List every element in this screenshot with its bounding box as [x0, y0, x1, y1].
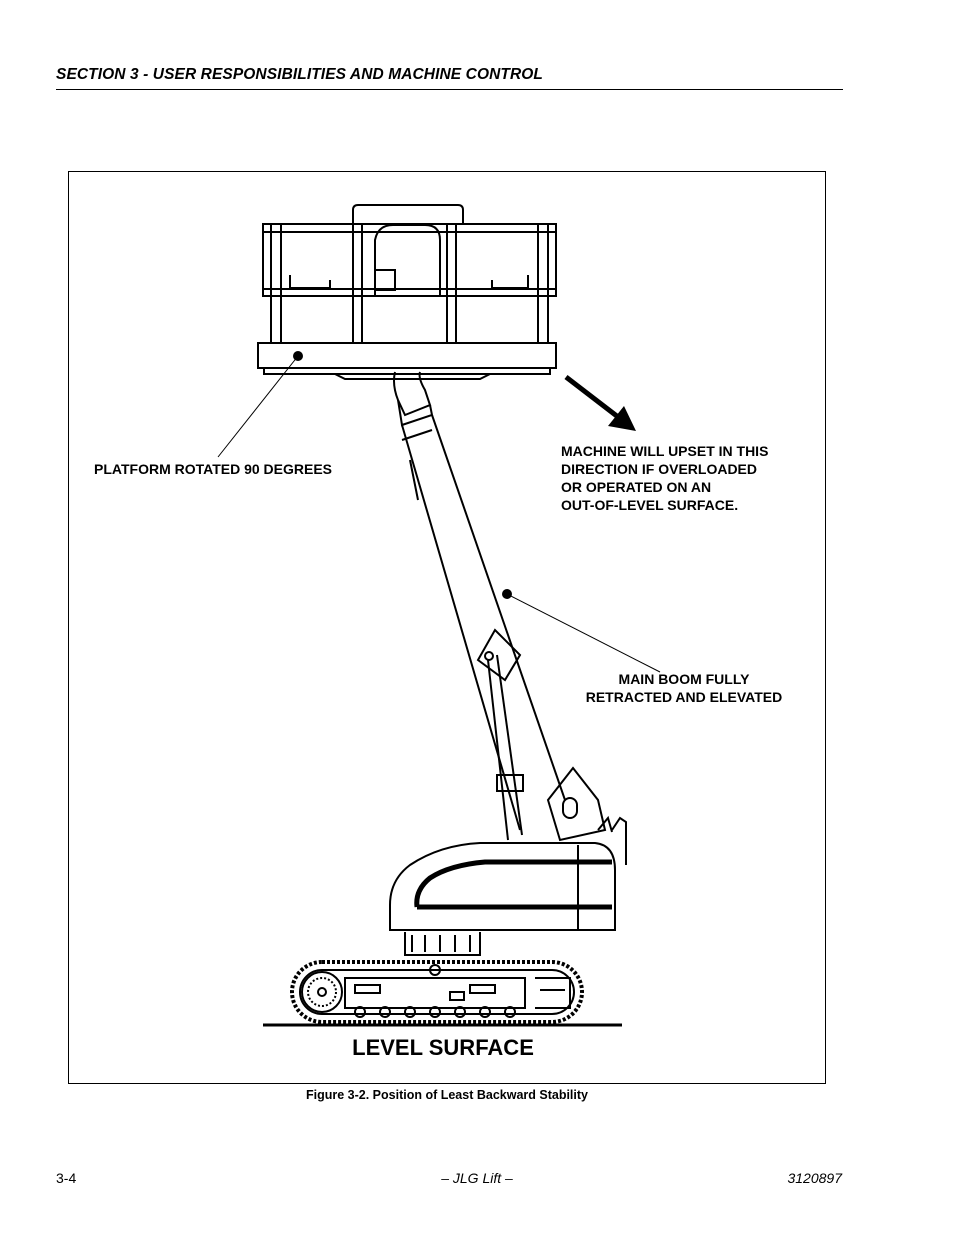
upset-callout-line-4: OUT-OF-LEVEL SURFACE.: [561, 497, 738, 513]
platform-rotator: [393, 371, 434, 427]
document-number: 3120897: [787, 1170, 842, 1186]
figure-caption: Figure 3-2. Position of Least Backward S…: [305, 1088, 588, 1102]
boom-callout-line-1: MAIN BOOM FULLY: [619, 671, 751, 687]
platform-floor: [257, 342, 557, 380]
upset-direction-arrow: [564, 375, 636, 431]
boom-callout-dot: [502, 589, 512, 599]
upset-callout-line-2: DIRECTION IF OVERLOADED: [561, 461, 757, 477]
ground-label: LEVEL SURFACE: [352, 1035, 534, 1060]
boom-callout-line-2: RETRACTED AND ELEVATED: [586, 689, 783, 705]
upset-callout-line-1: MACHINE WILL UPSET IN THIS: [561, 443, 768, 459]
platform-callout-dot: [293, 351, 303, 361]
figure-frame: [68, 171, 826, 1084]
turntable: [389, 842, 616, 956]
platform-callout: PLATFORM ROTATED 90 DEGREES: [94, 461, 332, 477]
crawler-track: [290, 960, 584, 1024]
header-divider: [56, 89, 843, 90]
main-boom: [401, 414, 627, 865]
footer-brand: – JLG Lift –: [441, 1170, 513, 1186]
page-number: 3-4: [56, 1170, 77, 1186]
platform-railing: [262, 204, 557, 343]
upset-callout-line-3: OR OPERATED ON AN: [561, 479, 711, 495]
leader-lines: [217, 355, 661, 673]
section-header-title: SECTION 3 - USER RESPONSIBILITIES AND MA…: [56, 66, 543, 83]
